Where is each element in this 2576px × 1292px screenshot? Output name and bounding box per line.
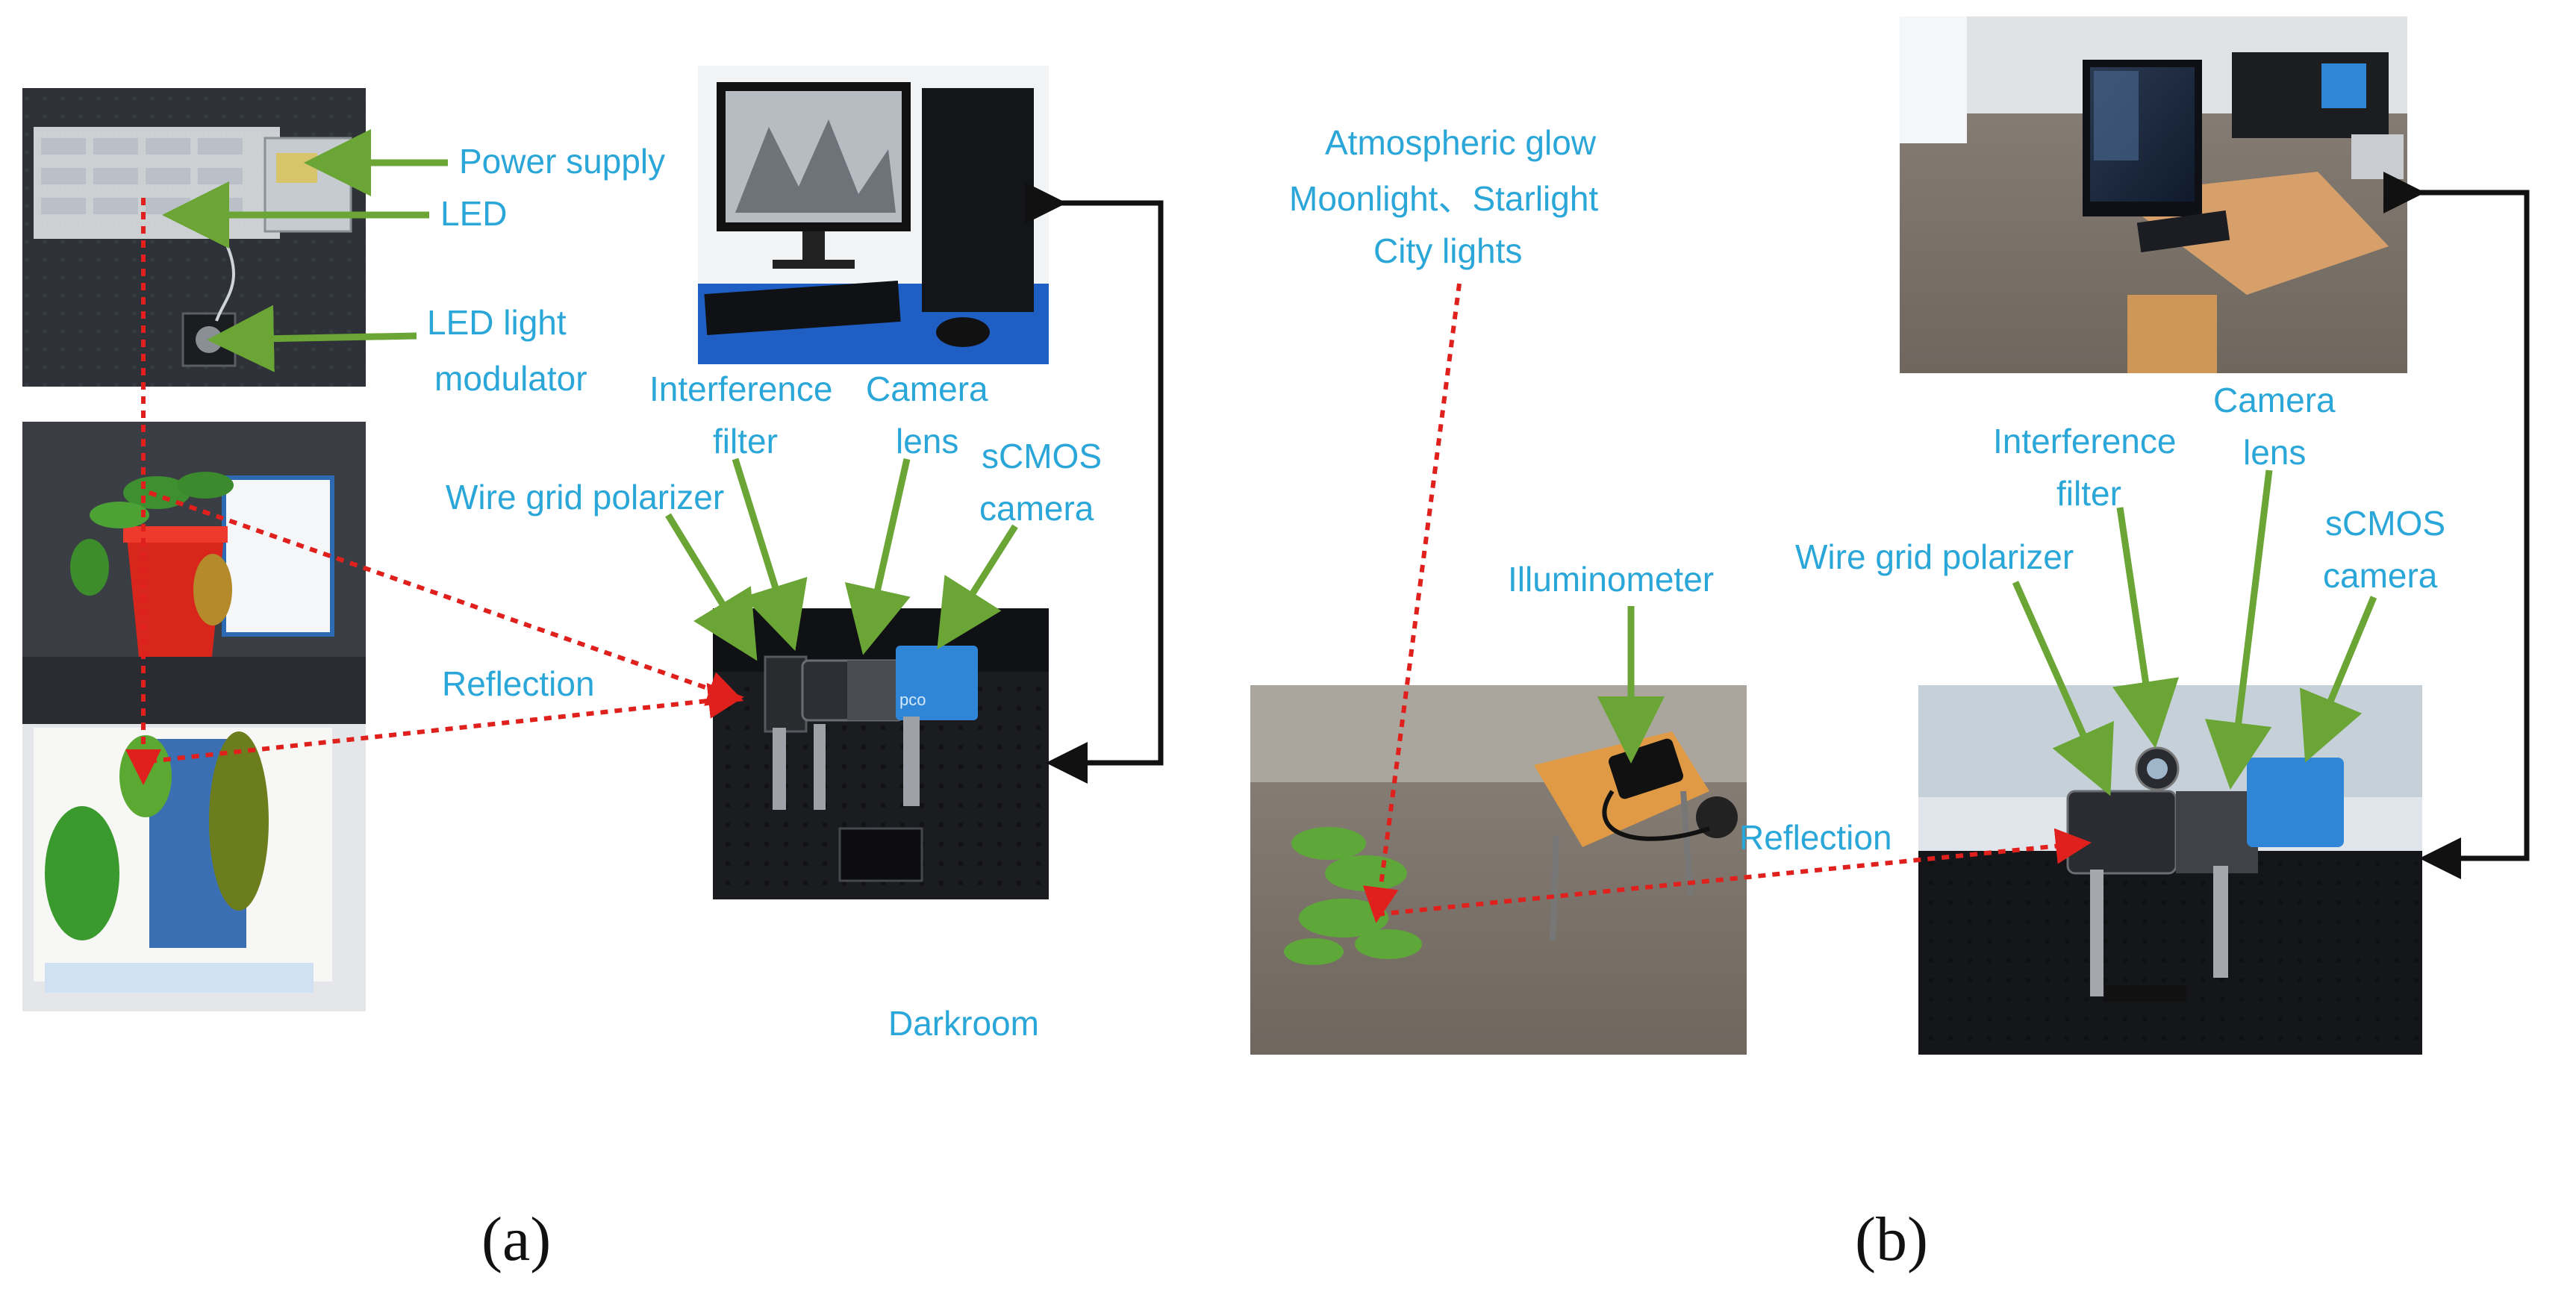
label-wire-grid-polarizer: Wire grid polarizer xyxy=(446,478,724,517)
label-interference-filter-2: filter xyxy=(713,422,778,461)
label-scmos-camera-2: camera xyxy=(2323,556,2438,595)
panel-b: Atmospheric glow Moonlight、Starlight Cit… xyxy=(1250,16,2530,1274)
label-moonlight-starlight: Moonlight、Starlight xyxy=(1289,179,1598,218)
callout-arrows-b xyxy=(1597,469,2377,796)
label-atmospheric-glow: Atmospheric glow xyxy=(1325,123,1597,162)
label-interference-filter-1: Interference xyxy=(649,369,832,408)
label-power-supply: Power supply xyxy=(459,142,665,181)
label-reflection: Reflection xyxy=(1739,818,1892,857)
label-city-lights: City lights xyxy=(1373,231,1522,270)
label-wire-grid-polarizer: Wire grid polarizer xyxy=(1795,537,2074,576)
reflection-paths-b xyxy=(1362,283,2092,923)
label-camera-lens-1: Camera xyxy=(866,369,988,408)
label-led-light-modulator-1: LED light xyxy=(427,303,567,342)
label-interference-filter-2: filter xyxy=(2056,474,2121,513)
reflection-paths-a xyxy=(125,198,744,785)
plant-illuminometer-photo xyxy=(1250,685,1747,1055)
caption-b: (b) xyxy=(1855,1205,1928,1274)
label-camera-lens-1: Camera xyxy=(2213,381,2336,419)
label-scmos-camera-1: sCMOS xyxy=(2325,504,2445,543)
led-board-photo xyxy=(22,88,366,387)
label-led: LED xyxy=(440,194,507,233)
label-interference-filter-1: Interference xyxy=(1993,422,2176,461)
label-camera-lens-2: lens xyxy=(896,422,958,461)
label-scmos-camera-1: sCMOS xyxy=(982,437,1102,475)
callout-arrows-a xyxy=(162,129,1018,661)
label-scmos-camera-2: camera xyxy=(979,489,1094,528)
label-illuminometer: Illuminometer xyxy=(1508,560,1714,599)
darkroom-computer-photo xyxy=(698,66,1049,364)
label-darkroom: Darkroom xyxy=(888,1004,1039,1043)
computer-camera-link-b xyxy=(2383,172,2530,879)
darkroom-camera-photo: pco xyxy=(713,608,1049,899)
panel-a: pco Power supply LED LED light modulator… xyxy=(22,66,1164,1274)
label-led-light-modulator-2: modulator xyxy=(434,359,587,398)
outdoor-computer-photo xyxy=(1900,16,2407,373)
label-camera-lens-2: lens xyxy=(2243,433,2306,472)
label-reflection: Reflection xyxy=(442,664,595,703)
caption-a: (a) xyxy=(481,1205,551,1274)
plant-specimen-photo xyxy=(22,422,366,1011)
outdoor-camera-photo xyxy=(1918,685,2422,1055)
svg-text:pco: pco xyxy=(899,690,926,709)
computer-camera-link-a xyxy=(1025,182,1164,784)
